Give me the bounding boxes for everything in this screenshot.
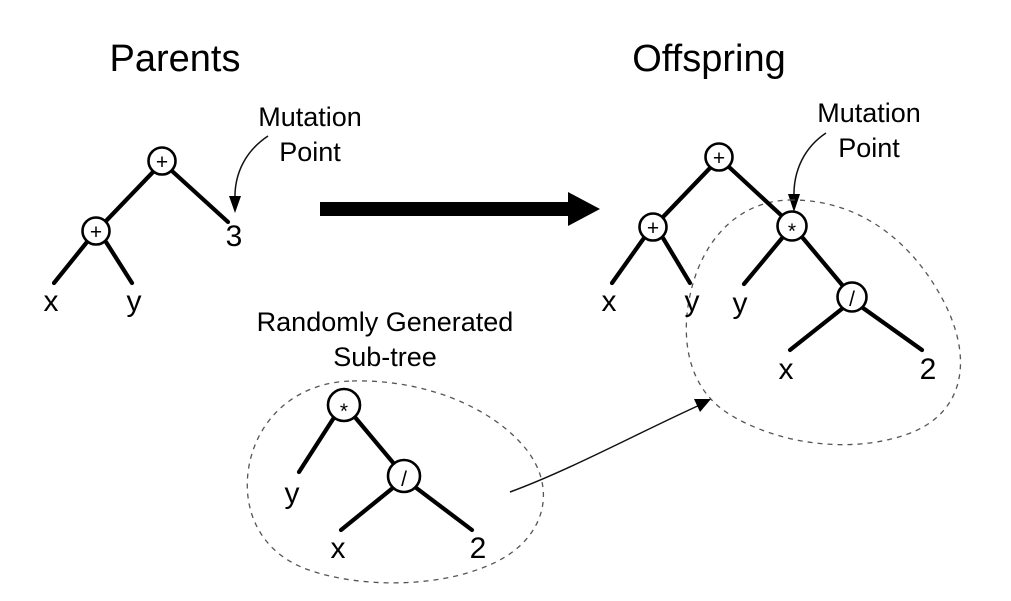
node-circle: [776, 210, 808, 242]
leaf-parent-x: x: [44, 285, 59, 318]
mutation-pointer-arrowhead-left: [229, 196, 241, 213]
leaf-offspring-y2: y: [733, 287, 748, 320]
leaf-offspring-x1: x: [602, 285, 617, 318]
generated-subtree-highlight-outline: [246, 380, 545, 584]
node-label: +: [647, 217, 659, 240]
mutation-pointer-arrowhead-right: [788, 194, 800, 212]
leaf-parent-three: 3: [226, 220, 243, 253]
node-label: /: [401, 468, 407, 491]
transform-arrow: [320, 192, 600, 226]
leaf-offspring-y1: y: [685, 285, 700, 318]
subtree-insertion-arrowhead: [694, 399, 711, 412]
node-subtree-multiply: *: [326, 387, 362, 423]
subtree-caption-line2: Sub-tree: [333, 342, 437, 372]
mutation-point-label-left-line1: Mutation: [258, 102, 362, 132]
leaf-subtree-y: y: [285, 477, 300, 510]
node-parent-plus: +: [81, 216, 111, 246]
node-offspring-plus: +: [638, 212, 668, 242]
node-label: +: [90, 221, 102, 244]
node-circle: [836, 281, 868, 313]
edge-offspring-root-to-mul: [726, 164, 785, 219]
edge-offspring-root-to-plus: [660, 165, 713, 220]
node-parent-root: +: [147, 146, 177, 176]
edge-offspring-plus-to-y: [660, 235, 693, 286]
edge-parent-root-to-three: [169, 168, 231, 225]
node-circle: [81, 216, 111, 246]
offspring-subtree-highlight-outline: [685, 199, 962, 446]
mutation-pointer-arrow-left: [234, 135, 269, 201]
node-label: *: [340, 400, 348, 423]
transform-arrow-shaft: [320, 202, 578, 216]
edge-subtree-mul-to-y: [296, 413, 338, 475]
parents-expression-tree: + + x y 3: [44, 146, 243, 318]
edge-parent-plus-to-x: [51, 239, 90, 286]
leaf-parent-y: y: [127, 285, 142, 318]
mutation-point-label-left-line2: Point: [279, 137, 341, 167]
node-circle: [704, 142, 734, 172]
node-label: +: [713, 147, 725, 170]
node-circle: [326, 387, 362, 423]
node-circle: [147, 146, 177, 176]
edge-parent-plus-to-y: [103, 239, 135, 286]
node-subtree-divide: /: [386, 458, 422, 494]
node-offspring-multiply: *: [776, 210, 808, 243]
offspring-expression-tree: + + * / x y y x 2: [602, 142, 937, 386]
mutation-point-label-right-line2: Point: [838, 133, 900, 163]
node-circle: [638, 212, 668, 242]
page-title-offspring: Offspring: [632, 38, 785, 80]
randomly-generated-subtree: * / y x 2: [285, 387, 487, 565]
edge-parent-root-to-plus: [103, 169, 156, 224]
edge-subtree-mul-to-div: [351, 413, 398, 468]
node-label: /: [849, 288, 855, 311]
subtree-insertion-arrow: [509, 403, 703, 493]
leaf-offspring-two: 2: [920, 353, 937, 386]
leaf-subtree-x: x: [331, 532, 346, 565]
edge-offspring-plus-to-x: [609, 235, 647, 286]
page-title-parents: Parents: [110, 38, 241, 80]
edge-subtree-div-to-two: [412, 484, 475, 533]
edge-subtree-div-to-x: [338, 484, 397, 533]
node-circle: [386, 458, 422, 494]
leaf-subtree-two: 2: [470, 532, 487, 565]
node-offspring-root: +: [704, 142, 734, 172]
mutation-point-label-right-line1: Mutation: [817, 98, 921, 128]
node-label: *: [788, 220, 796, 243]
subtree-caption-line1: Randomly Generated: [257, 307, 514, 337]
node-offspring-divide: /: [836, 281, 868, 313]
edge-offspring-mul-to-y: [741, 234, 786, 287]
edge-offspring-mul-to-div: [799, 234, 846, 289]
leaf-offspring-x2: x: [779, 353, 794, 386]
transform-arrow-head: [568, 192, 600, 226]
mutation-pointer-arrow-right: [793, 132, 827, 199]
node-label: +: [156, 151, 168, 174]
edge-offspring-div-to-x: [787, 305, 846, 353]
edge-offspring-div-to-two: [860, 305, 925, 353]
